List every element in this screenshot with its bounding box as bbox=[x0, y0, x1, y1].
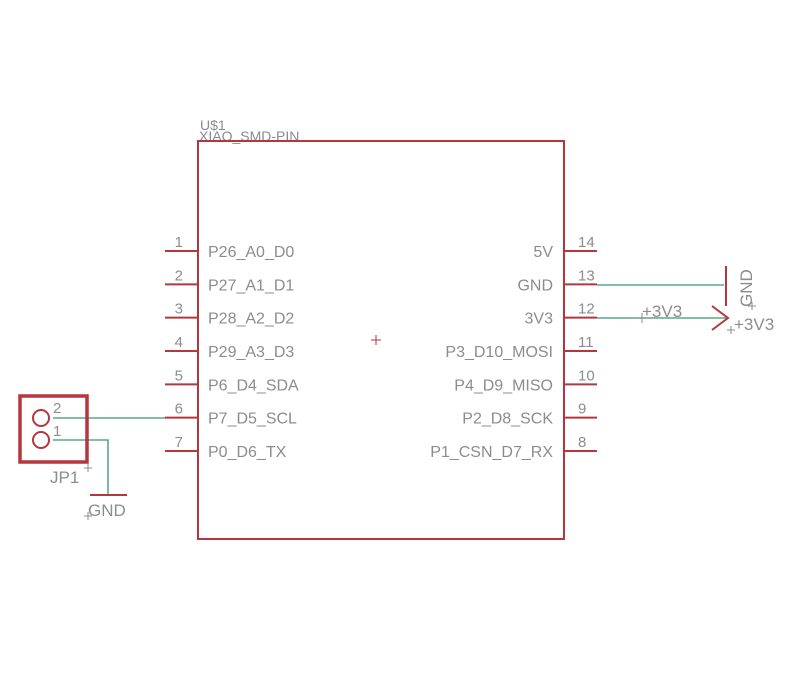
gnd-bottom-label: GND bbox=[88, 501, 126, 520]
jp1-pad-1[interactable] bbox=[32, 431, 50, 449]
right-pin-number: 10 bbox=[578, 367, 595, 384]
left-pin-number: 7 bbox=[175, 434, 183, 451]
right-pin-name: 5V bbox=[533, 244, 553, 261]
gnd-bottom-origin bbox=[84, 512, 92, 520]
vcc-3v3-symbol[interactable] bbox=[711, 305, 730, 331]
vcc-symbol-cross bbox=[727, 326, 735, 334]
right-pin-number: 11 bbox=[578, 334, 594, 351]
vcc-wire-cross bbox=[637, 313, 647, 323]
jp1-origin bbox=[84, 464, 92, 472]
left-pin-number: 6 bbox=[175, 401, 183, 418]
right-pin-name: P1_CSN_D7_RX bbox=[430, 444, 553, 461]
jp1-body[interactable] bbox=[18, 394, 89, 464]
left-pin-name: P28_A2_D2 bbox=[208, 311, 294, 328]
left-pin-number: 1 bbox=[175, 234, 183, 251]
left-pin-name: P6_D4_SDA bbox=[208, 377, 299, 394]
net-wires bbox=[53, 284, 727, 495]
left-pin-number: 4 bbox=[175, 334, 183, 351]
left-pin-name: P7_D5_SCL bbox=[208, 411, 297, 428]
xiao-body[interactable] bbox=[197, 140, 565, 540]
right-pin-number: 13 bbox=[578, 267, 595, 284]
right-pin-name: GND bbox=[517, 277, 553, 294]
right-pin-number: 12 bbox=[578, 301, 595, 318]
right-pin-name: 3V3 bbox=[525, 311, 554, 328]
gnd-right-origin bbox=[748, 302, 756, 310]
left-pin-number: 3 bbox=[175, 301, 183, 318]
vcc-wire-label: +3V3 bbox=[642, 302, 682, 321]
jp1-pin-1-number: 1 bbox=[53, 423, 61, 440]
left-pin-name: P26_A0_D0 bbox=[208, 244, 294, 261]
right-pin-name: P2_D8_SCK bbox=[462, 411, 553, 428]
left-pin-name: P0_D6_TX bbox=[208, 444, 287, 461]
right-pin-number: 8 bbox=[578, 434, 586, 451]
left-pin-number: 5 bbox=[175, 367, 183, 384]
wire-jp1-pin1[interactable] bbox=[53, 439, 109, 495]
left-pin-name: P27_A1_D1 bbox=[208, 277, 294, 294]
jp1-pin-2-number: 2 bbox=[53, 400, 61, 417]
gnd-right-label: GND bbox=[737, 269, 756, 307]
right-pin-name: P3_D10_MOSI bbox=[445, 344, 553, 361]
right-pin-number: 14 bbox=[578, 234, 595, 251]
right-pin-name: P4_D9_MISO bbox=[454, 377, 553, 394]
left-pin-number: 2 bbox=[175, 267, 183, 284]
right-pin-number: 9 bbox=[578, 401, 586, 418]
vcc-symbol-label: +3V3 bbox=[734, 315, 774, 334]
jp1-ref-label: JP1 bbox=[50, 468, 79, 487]
origin-marker bbox=[371, 335, 381, 345]
jp1-pad-2[interactable] bbox=[32, 409, 50, 427]
part-ref-label: U$1 bbox=[200, 117, 226, 133]
left-pin-name: P29_A3_D3 bbox=[208, 344, 294, 361]
